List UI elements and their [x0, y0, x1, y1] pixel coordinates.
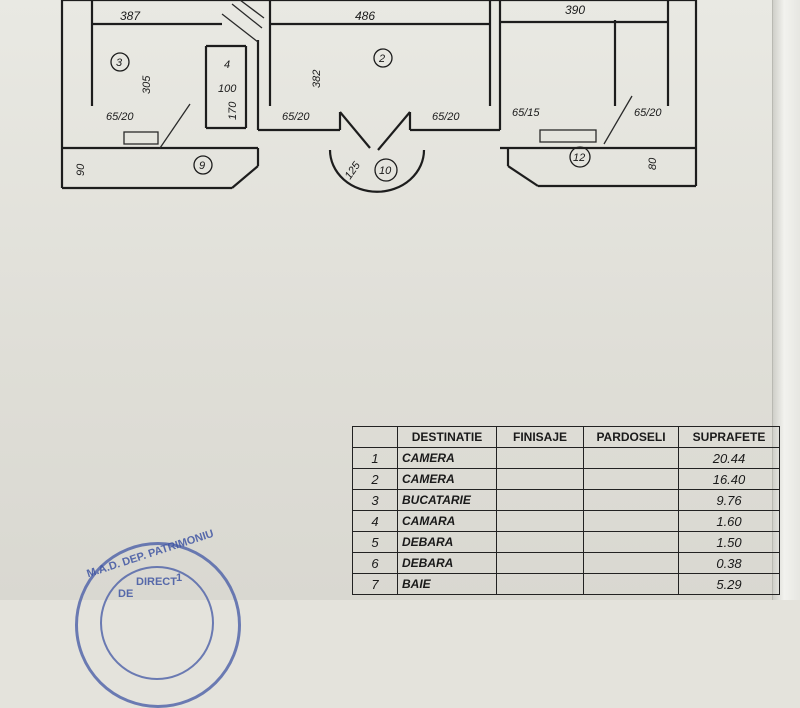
table-row: 7 BAIE 5.29	[352, 573, 780, 595]
row-destination: BUCATARIE	[397, 489, 497, 511]
table-row: 4 CAMARA 1.60	[352, 510, 780, 532]
row-finishes	[496, 468, 584, 490]
col-header-finisaje: FINISAJE	[496, 426, 584, 448]
plan-door-swing	[159, 103, 191, 149]
col-header-destinatie: DESTINATIE	[397, 426, 497, 448]
row-flooring	[583, 510, 679, 532]
row-flooring	[583, 531, 679, 553]
dim-top: 390	[565, 3, 585, 17]
plan-door-swing	[603, 95, 633, 145]
plan-door	[377, 111, 411, 151]
row-flooring	[583, 489, 679, 511]
table-row: 6 DEBARA 0.38	[352, 552, 780, 574]
plan-sill	[123, 131, 159, 145]
room-marker: 4	[224, 59, 230, 71]
row-area: 9.76	[678, 489, 780, 511]
dim-inner: 100	[218, 83, 237, 95]
stamp-text: 1	[176, 572, 183, 584]
row-destination: DEBARA	[397, 531, 497, 553]
room-marker-circle	[374, 158, 398, 182]
row-number: 4	[352, 510, 398, 532]
row-flooring	[583, 468, 679, 490]
room-marker-circle	[373, 48, 393, 68]
stamp-text: DE	[118, 588, 134, 600]
row-destination: DEBARA	[397, 552, 497, 574]
col-header-nr	[352, 426, 398, 448]
room-marker: 2	[378, 53, 385, 65]
dim-door: 65/20	[282, 111, 310, 123]
row-area: 1.60	[678, 510, 780, 532]
table-row: 2 CAMERA 16.40	[352, 468, 780, 490]
row-number: 7	[352, 573, 398, 595]
table-row: 1 CAMERA 20.44	[352, 447, 780, 469]
room-marker-circle	[193, 155, 213, 175]
row-flooring	[583, 447, 679, 469]
row-number: 5	[352, 531, 398, 553]
row-number: 6	[352, 552, 398, 574]
row-number: 1	[352, 447, 398, 469]
plan-stair	[221, 13, 259, 43]
plan-door-arc	[328, 149, 426, 193]
row-destination: CAMERA	[397, 447, 497, 469]
row-flooring	[583, 573, 679, 595]
plan-stair	[239, 0, 265, 19]
row-area: 1.50	[678, 531, 780, 553]
row-destination: CAMARA	[397, 510, 497, 532]
room-marker: 9	[199, 160, 205, 172]
dim-top: 387	[120, 9, 141, 23]
row-area: 0.38	[678, 552, 780, 574]
row-flooring	[583, 552, 679, 574]
table-row: 5 DEBARA 1.50	[352, 531, 780, 553]
dim-door: 65/15	[512, 107, 540, 119]
room-marker-circle	[110, 52, 130, 72]
row-finishes	[496, 489, 584, 511]
dim-inner: 170	[227, 101, 239, 120]
room-marker: 3	[116, 57, 123, 69]
row-area: 16.40	[678, 468, 780, 490]
room-areas-table: DESTINATIE FINISAJE PARDOSELI SUPRAFETE …	[352, 426, 780, 595]
row-destination: CAMERA	[397, 468, 497, 490]
stamp-text: DIRECT	[136, 576, 177, 588]
row-area: 20.44	[678, 447, 780, 469]
dim-inner: 125	[343, 159, 364, 182]
table-row: 3 BUCATARIE 9.76	[352, 489, 780, 511]
row-finishes	[496, 510, 584, 532]
row-area: 5.29	[678, 573, 780, 595]
col-header-pardoseli: PARDOSELI	[583, 426, 679, 448]
col-header-suprafete: SUPRAFETE	[678, 426, 780, 448]
room-marker: 10	[379, 165, 392, 177]
row-finishes	[496, 531, 584, 553]
plan-wall	[507, 165, 539, 187]
room-marker: 12	[573, 152, 585, 164]
row-number: 3	[352, 489, 398, 511]
dim-inner: 80	[647, 157, 659, 170]
row-number: 2	[352, 468, 398, 490]
dim-inner: 305	[141, 75, 153, 94]
plan-sill	[539, 129, 597, 143]
floor-plan: 387 486 390 3 2 4 9 10 12 305 382 100 17…	[60, 0, 698, 193]
table-header-row: DESTINATIE FINISAJE PARDOSELI SUPRAFETE	[352, 426, 780, 448]
dim-door: 65/20	[106, 111, 134, 123]
dim-door: 65/20	[634, 107, 662, 119]
room-marker-circle	[569, 146, 591, 168]
row-finishes	[496, 573, 584, 595]
dim-top: 486	[355, 9, 375, 23]
plan-stair	[231, 3, 263, 29]
row-finishes	[496, 552, 584, 574]
row-destination: BAIE	[397, 573, 497, 595]
dim-inner: 382	[311, 70, 323, 88]
plan-door	[339, 111, 371, 149]
row-finishes	[496, 447, 584, 469]
dim-inner: 90	[75, 163, 87, 176]
dim-door: 65/20	[432, 111, 460, 123]
plan-wall	[231, 165, 259, 189]
